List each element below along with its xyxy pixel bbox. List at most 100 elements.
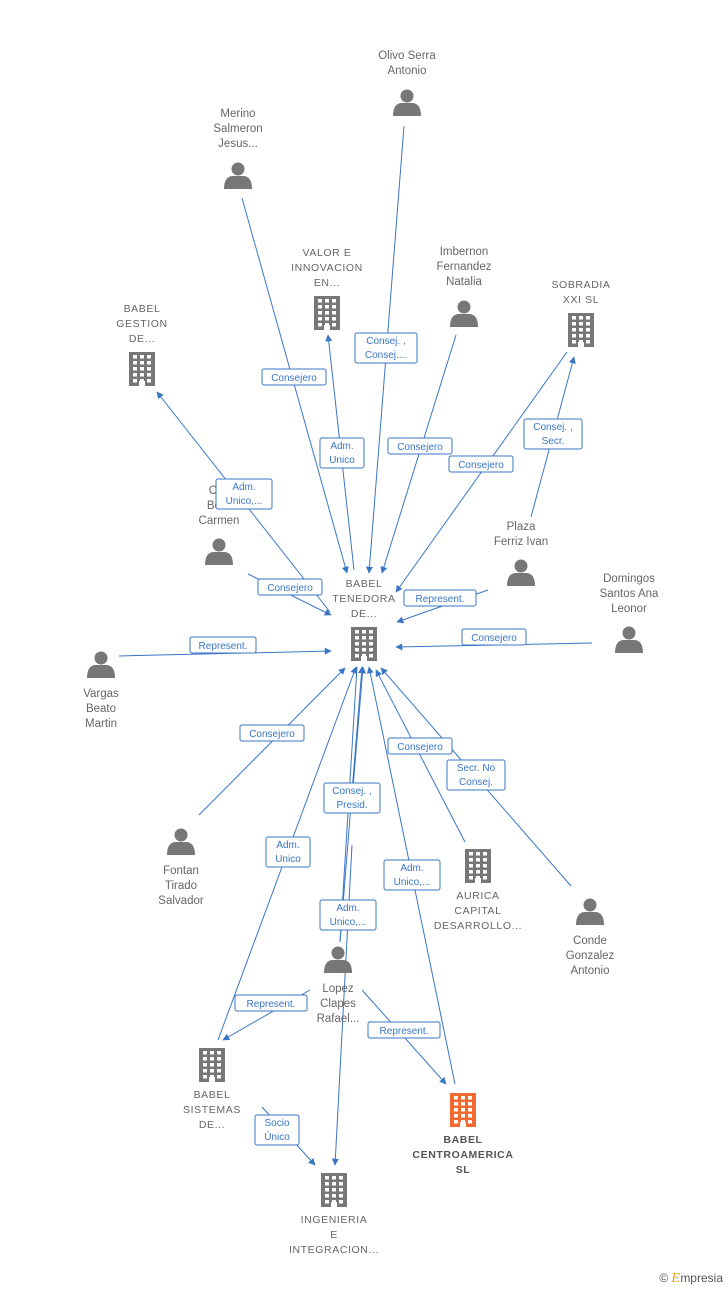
- edge-label-text: Único: [264, 1130, 290, 1143]
- edge-label-text: Consejero: [249, 729, 295, 740]
- edge-label[interactable]: Adm.Unico: [319, 437, 365, 469]
- edge-label[interactable]: Consej. ,Secr.: [523, 418, 583, 450]
- node-label: Merino: [220, 108, 255, 120]
- edge-label-box: [257, 578, 323, 596]
- node-label: EN...: [314, 277, 340, 289]
- edge-label[interactable]: Consejero: [461, 628, 527, 646]
- edge-label-box: [319, 437, 365, 469]
- node-label: Santos Ana: [600, 588, 659, 600]
- building-icon: [351, 627, 377, 661]
- node-label: Fernandez: [437, 261, 492, 273]
- node-label: DE...: [351, 608, 377, 620]
- edge-label[interactable]: Adm. Unico,...: [319, 899, 377, 931]
- node-label: CAPITAL: [454, 905, 501, 917]
- node-label: SOBRADIA: [551, 279, 610, 291]
- edge-label[interactable]: Adm.Unico: [265, 836, 311, 868]
- node-label: Antonio: [387, 65, 426, 77]
- edge-label-text: Adm.: [400, 863, 423, 874]
- edge-label[interactable]: Consejero: [239, 724, 305, 742]
- edge-label-text: Consejero: [397, 442, 443, 453]
- empresia-logo: © Empresia: [659, 1271, 723, 1285]
- edge-line: [375, 669, 466, 843]
- node-label: SISTEMAS: [183, 1104, 241, 1116]
- edge-label-box: [461, 628, 527, 646]
- node-label: TENEDORA: [332, 593, 395, 605]
- edge-label-text: Represent.: [247, 999, 296, 1010]
- edge-label-box: [234, 994, 308, 1012]
- edge-label[interactable]: Represent.: [234, 994, 308, 1012]
- edge-label-text: Consej. ,: [366, 336, 405, 347]
- edge-label[interactable]: Consejero: [261, 368, 327, 386]
- edge-label-text: Unico,...: [330, 917, 367, 928]
- node-label: Olivo Serra: [378, 50, 436, 62]
- node-aurica[interactable]: AURICACAPITALDESARROLLO...: [434, 849, 522, 932]
- edge-label-text: Represent.: [380, 1026, 429, 1037]
- edge-label-text: Consejero: [267, 583, 313, 594]
- edge-labels-layer: Consej. ,Consej....ConsejeroAdm.UnicoCon…: [189, 332, 583, 1146]
- nodes-layer: Olivo SerraAntonioMerinoSalmeronJesus...…: [83, 50, 659, 1256]
- edge-label[interactable]: Adm. Unico,...: [383, 859, 441, 891]
- node-label: Gonzalez: [566, 950, 615, 962]
- edge-label-box: [523, 418, 583, 450]
- edge-label[interactable]: Consej. ,Presid.: [323, 782, 381, 814]
- edge-label-text: Adm.: [336, 903, 359, 914]
- edge-label-box: [387, 737, 453, 755]
- edge-label-text: Unico,...: [394, 877, 431, 888]
- node-label: DE...: [129, 333, 155, 345]
- edge-label-box: [239, 724, 305, 742]
- node-label: SL: [456, 1164, 471, 1176]
- edge-label-box: [215, 478, 273, 510]
- node-label: E: [330, 1229, 338, 1241]
- edge-label[interactable]: Represent.: [367, 1021, 441, 1039]
- node-label: Martin: [85, 718, 117, 730]
- edge-label[interactable]: Consejero: [257, 578, 323, 596]
- node-babel_tenedora[interactable]: BABELTENEDORADE...: [332, 578, 395, 661]
- building-icon: [314, 296, 340, 330]
- person-icon: [87, 651, 115, 678]
- edge-label[interactable]: Represent.: [189, 636, 257, 654]
- node-label: Plaza: [507, 521, 536, 533]
- building-icon: [129, 352, 155, 386]
- copyright-icon: ©: [659, 1271, 669, 1285]
- person-icon: [393, 89, 421, 116]
- building-icon: [199, 1048, 225, 1082]
- person-icon: [507, 559, 535, 586]
- edge-label[interactable]: Consejero: [387, 437, 453, 455]
- edge-label[interactable]: Consejero: [387, 737, 453, 755]
- edge-label-text: Consejero: [458, 460, 504, 471]
- node-valor[interactable]: VALOR EINNOVACIONEN...: [291, 247, 363, 330]
- node-label: Clapes: [320, 998, 356, 1010]
- node-babel_gestion[interactable]: BABELGESTIONDE...: [116, 303, 167, 386]
- person-icon: [205, 538, 233, 565]
- node-lopez[interactable]: LopezClapesRafael...: [317, 946, 360, 1026]
- node-merino[interactable]: MerinoSalmeronJesus...: [213, 108, 263, 189]
- edge-label-text: Unico: [329, 455, 355, 466]
- node-label: INNOVACION: [291, 262, 363, 274]
- edge-label-text: Consej....: [365, 350, 407, 361]
- edge-label[interactable]: Consej. , Consej....: [354, 332, 418, 364]
- edge-label[interactable]: Adm.Unico,...: [215, 478, 273, 510]
- node-label: BABEL: [443, 1134, 482, 1146]
- node-babel_sistemas[interactable]: BABELSISTEMASDE...: [183, 1048, 241, 1131]
- edge-label-box: [383, 859, 441, 891]
- node-label: Tirado: [165, 880, 197, 892]
- node-label: Natalia: [446, 276, 482, 288]
- node-label: AURICA: [456, 890, 499, 902]
- person-icon: [576, 898, 604, 925]
- edge-label[interactable]: Represent.: [403, 589, 477, 607]
- edge-label[interactable]: Consejero: [448, 455, 514, 473]
- node-ingenieria[interactable]: INGENIERIAEINTEGRACION...: [289, 1173, 379, 1256]
- node-label: DE...: [199, 1119, 225, 1131]
- person-icon: [167, 828, 195, 855]
